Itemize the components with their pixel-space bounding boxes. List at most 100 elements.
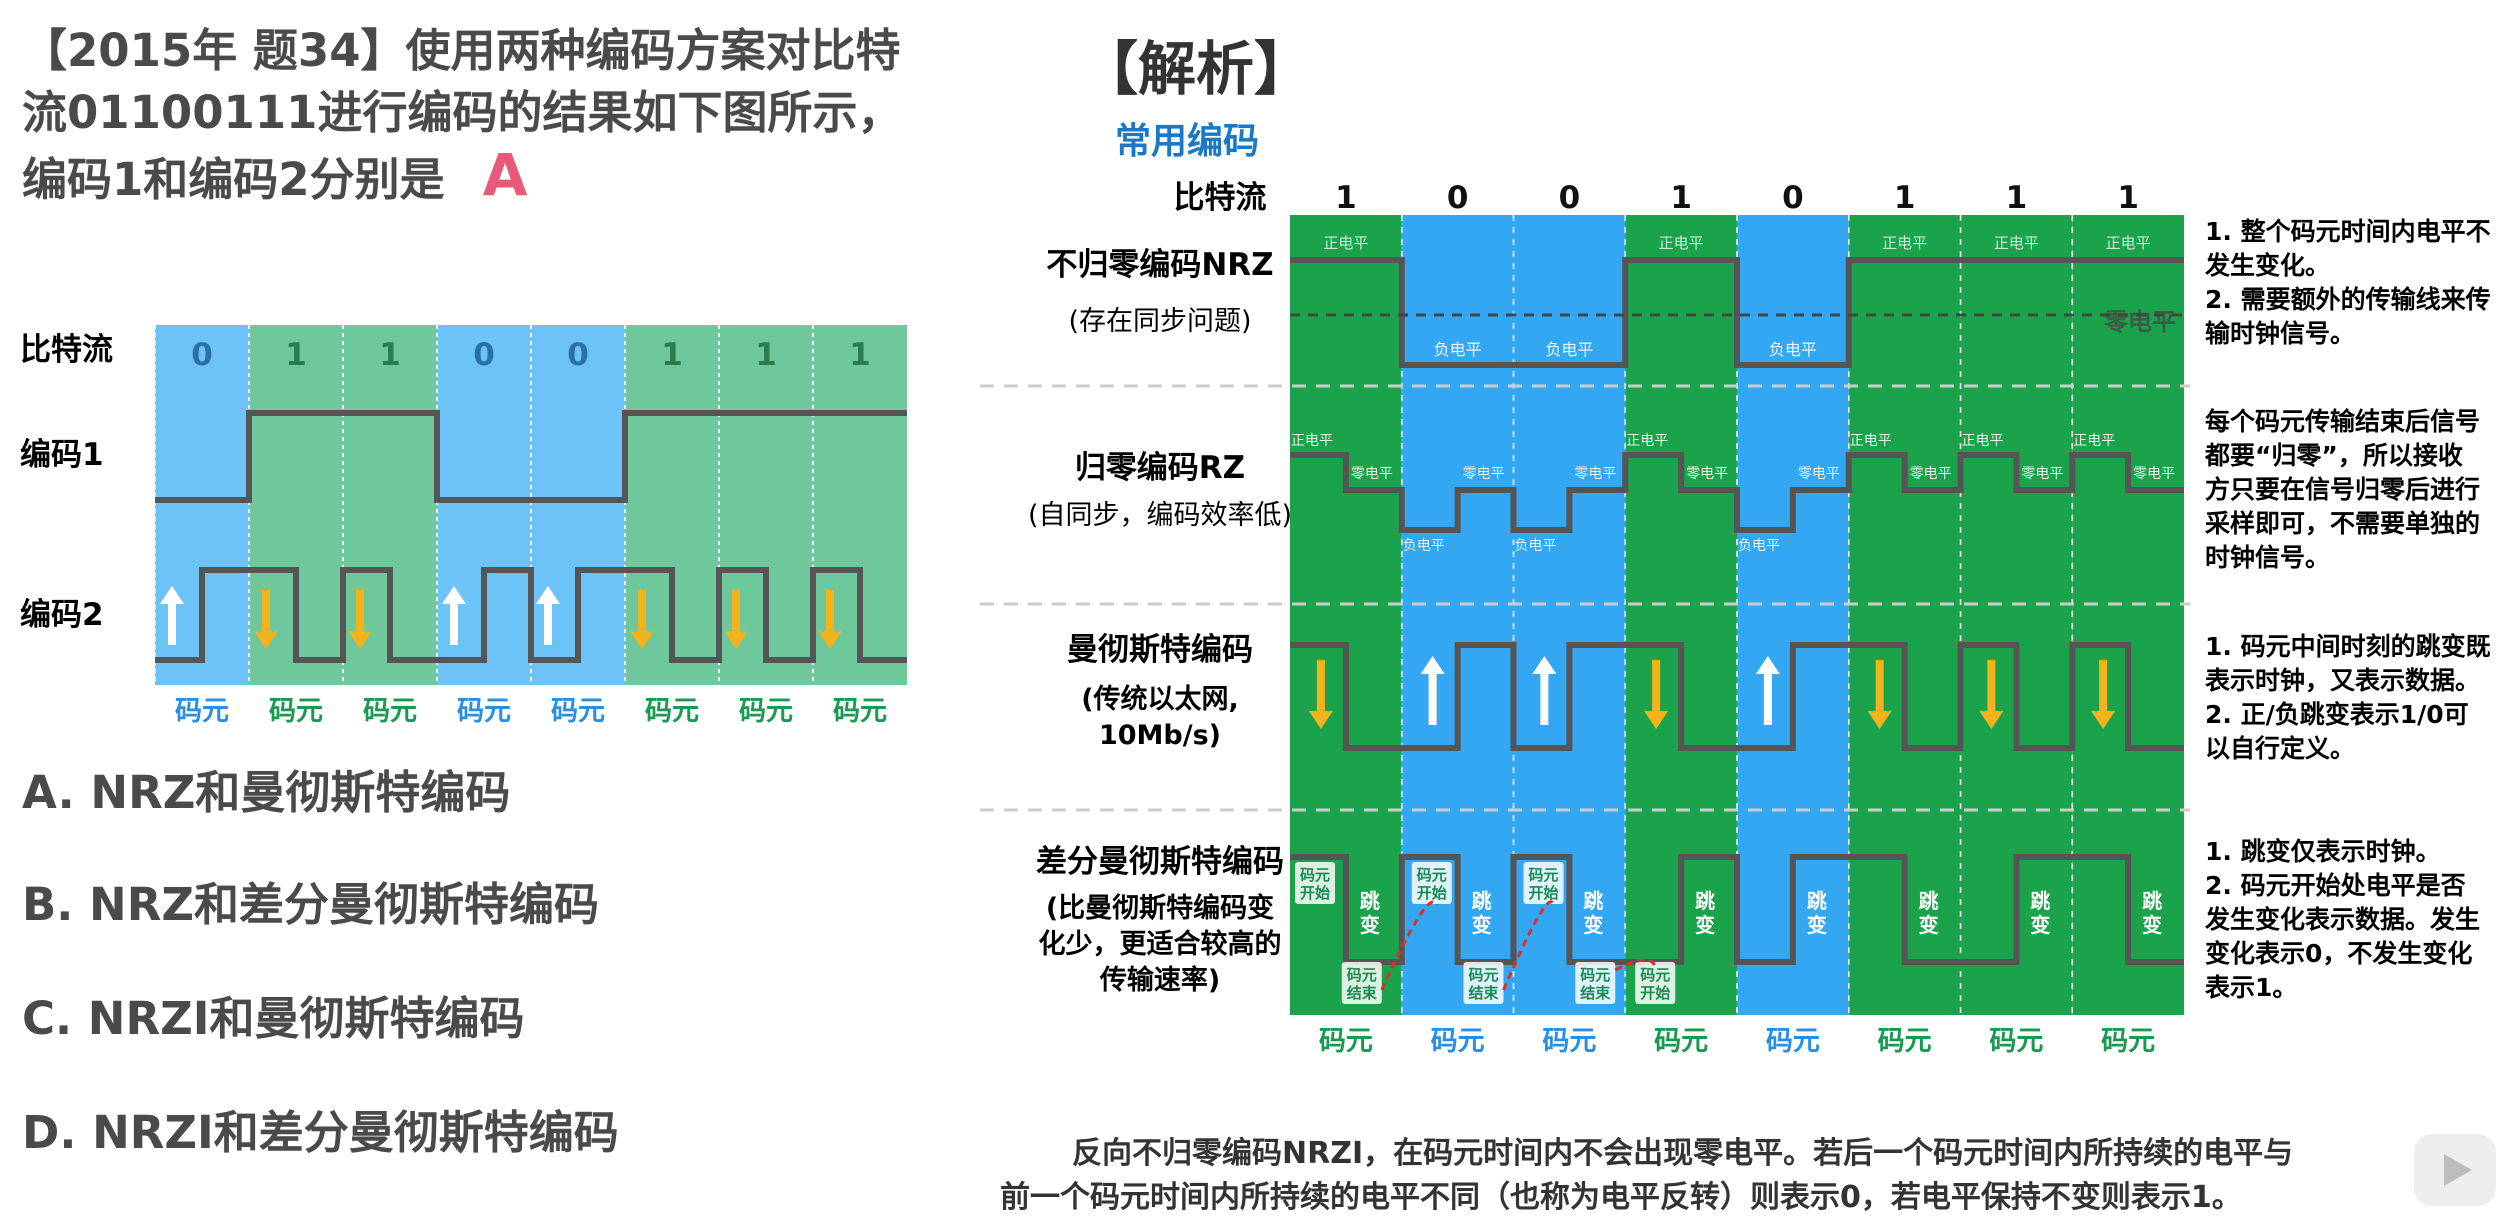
analysis-symbol-label: 码元	[1878, 1026, 1932, 1057]
level-label: 正电平	[2073, 433, 2115, 449]
left-symbol-label: 码元	[739, 696, 793, 727]
analysis-symbol-label: 码元	[1654, 1026, 1708, 1057]
row-subtitle: (存在同步问题)	[1068, 306, 1251, 337]
row-note-line: 每个码元传输结束后信号	[2205, 407, 2480, 436]
analysis-subtitle: 常用编码	[1115, 121, 1260, 162]
row-name: 差分曼彻斯特编码	[1036, 844, 1284, 880]
symbol-tag: 开始	[1528, 884, 1558, 902]
row-note-line: 表示1。	[2205, 973, 2297, 1002]
row-note-line: 输时钟信号。	[2205, 319, 2355, 348]
analysis-bit: 0	[1559, 180, 1581, 216]
level-label: 零电平	[1798, 466, 1840, 482]
rz-waveform	[1290, 452, 2184, 533]
encoding2-waveform	[155, 567, 907, 663]
arrow-down-head	[348, 631, 372, 649]
level-label: 正电平	[1323, 234, 1368, 252]
encoding2-arrows	[160, 586, 842, 649]
symbol-tag: 码元	[1417, 866, 1447, 884]
analysis-bit: 1	[1670, 180, 1692, 216]
level-label: 负电平	[1769, 340, 1817, 359]
arrow-up-head	[160, 586, 184, 604]
level-label: 正电平	[1850, 433, 1892, 449]
row-note-line: 2. 正/负跳变表示1/0可	[2205, 700, 2469, 729]
symbol-tag-bg	[1575, 962, 1616, 1004]
option-c[interactable]: C. NRZI和曼彻斯特编码	[22, 992, 525, 1045]
row-note-line: 1. 码元中间时刻的跳变既	[2205, 632, 2491, 661]
analysis-symbol-label: 码元	[1431, 1026, 1485, 1057]
level-label: 零电平	[2021, 466, 2063, 482]
left-symbol-label: 码元	[363, 696, 417, 727]
left-symbol-label: 码元	[551, 696, 605, 727]
encoding1-waveform	[155, 410, 907, 503]
jump-label: 变	[1472, 913, 1492, 937]
jump-label: 变	[2142, 913, 2162, 937]
left-symbol-labels: 码元码元码元码元码元码元码元码元	[175, 696, 887, 727]
question-line-3-text: 编码1和编码2分别是	[22, 153, 445, 206]
jump-label: 变	[1919, 913, 1939, 937]
level-label: 零电平	[1463, 466, 1505, 482]
level-label: 负电平	[1515, 538, 1557, 554]
symbol-tag: 结束	[1468, 984, 1499, 1002]
row-note-line: 1. 跳变仅表示时钟。	[2205, 837, 2441, 866]
arrow-up-head	[1532, 656, 1557, 674]
bottom-text-line-2: 前一个码元时间内所持续的电平不同（也称为电平反转）则表示0，若电平保持不变则表示…	[1000, 1180, 2242, 1215]
level-label: 零电平	[1574, 466, 1616, 482]
symbol-tag: 结束	[1580, 984, 1611, 1002]
symbol-tag-bg	[1635, 962, 1676, 1004]
nrz-waveform	[1290, 257, 2184, 368]
level-label: 零电平	[1351, 466, 1393, 482]
option-a[interactable]: A. NRZ和曼彻斯特编码	[22, 766, 511, 819]
analysis-header: 【解析】	[1080, 35, 1313, 103]
level-label: 零电平	[1686, 466, 1728, 482]
left-symbol-label: 码元	[175, 696, 229, 727]
row-note-line: 以自行定义。	[2205, 734, 2355, 763]
jump-label: 变	[1583, 913, 1603, 937]
answer-mark: A	[482, 141, 528, 209]
arrow-down-head	[724, 631, 748, 649]
symbol-tag-bg	[1411, 862, 1452, 904]
level-labels: 正电平负电平负电平正电平负电平正电平正电平正电平零电平正电平零电平负电平零电平负…	[1291, 234, 2176, 554]
row-subtitle: (比曼彻斯特编码变	[1046, 892, 1274, 924]
curved-arrow-icon	[1614, 958, 1657, 972]
question-line-1: 【2015年 题34】使用两种编码方案对比特	[22, 24, 901, 77]
row-name: 曼彻斯特编码	[1067, 632, 1253, 668]
symbol-tag: 开始	[1300, 884, 1330, 902]
symbol-tag-bg	[1523, 862, 1564, 904]
arrow-down-head	[818, 631, 842, 649]
row-note-line: 发生变化。	[2204, 251, 2330, 280]
level-label: 负电平	[1403, 538, 1445, 554]
level-label: 正电平	[2106, 234, 2151, 252]
diff-manchester-tags: 跳变跳变跳变跳变跳变跳变跳变跳变码元开始码元开始码元开始码元结束码元结束码元结束…	[1295, 862, 2162, 1004]
left-bit: 0	[473, 337, 495, 373]
symbol-tag: 码元	[1580, 966, 1610, 984]
level-label: 正电平	[1882, 234, 1927, 252]
jump-label: 跳	[1807, 889, 1827, 913]
row-subtitle: 化少，更适合较高的	[1039, 928, 1282, 960]
jump-label: 变	[1807, 913, 1827, 937]
analysis-symbol-label: 码元	[1542, 1026, 1596, 1057]
left-bit: 1	[379, 337, 401, 373]
question-line-2: 流01100111进行编码的结果如下图所示，	[22, 86, 903, 139]
arrow-down-head	[2091, 711, 2116, 729]
row-dividers	[980, 384, 2190, 812]
analysis-bit-label: 比特流	[1174, 180, 1267, 216]
left-bit-label: 比特流	[20, 332, 113, 368]
option-d[interactable]: D. NRZI和差分曼彻斯特编码	[22, 1106, 619, 1159]
analysis-symbol-label: 码元	[2101, 1026, 2155, 1057]
left-symbol-label: 码元	[269, 696, 323, 727]
symbol-tag: 码元	[1468, 966, 1498, 984]
level-label: 正电平	[1291, 433, 1333, 449]
analysis-symbol-labels: 码元码元码元码元码元码元码元码元	[1319, 1026, 2155, 1057]
manchester-waveform	[1290, 642, 2184, 751]
arrow-down-head	[630, 631, 654, 649]
left-bit: 1	[661, 337, 683, 373]
play-button[interactable]	[2414, 1134, 2496, 1206]
option-b[interactable]: B. NRZ和差分曼彻斯特编码	[22, 878, 600, 931]
left-bit: 1	[849, 337, 871, 373]
left-symbol-label: 码元	[457, 696, 511, 727]
arrow-up-head	[1420, 656, 1445, 674]
diff-manchester-waveform	[1290, 854, 2184, 965]
